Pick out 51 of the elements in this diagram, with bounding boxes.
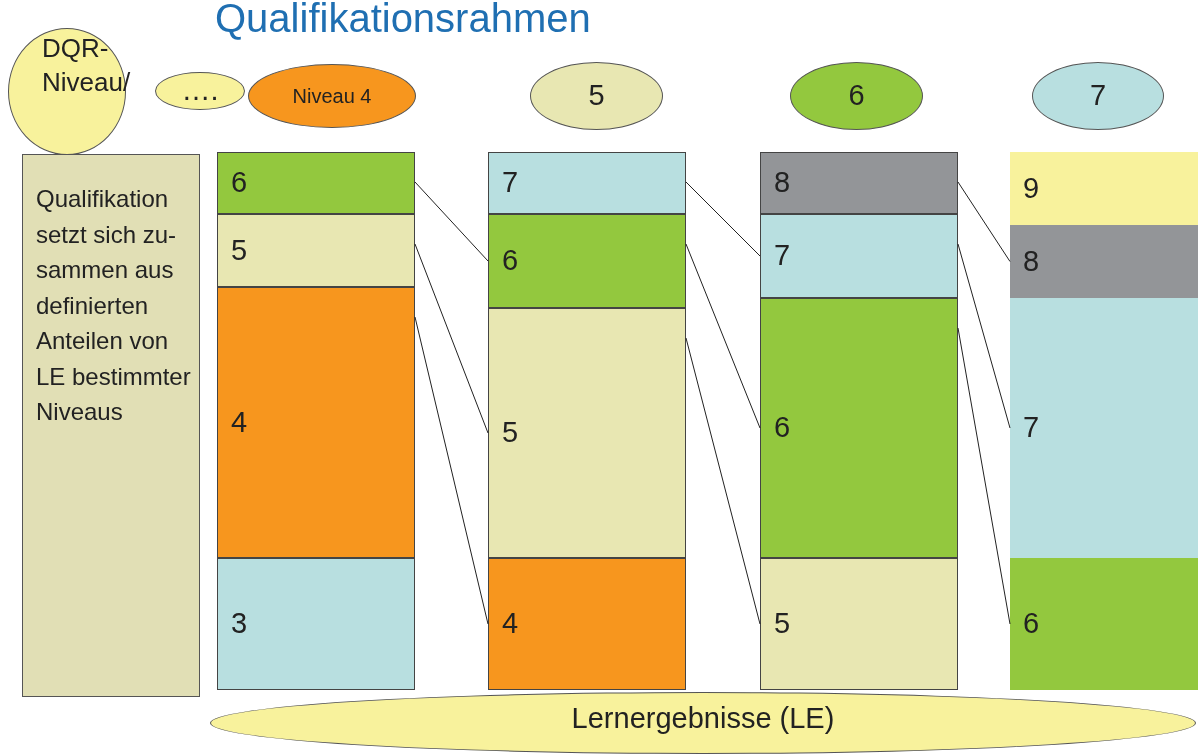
level-block xyxy=(760,298,958,558)
level-block xyxy=(217,287,415,558)
connector-line xyxy=(957,243,1011,429)
level-block xyxy=(760,214,958,298)
connector-line xyxy=(414,181,489,262)
ellipse-label: …. xyxy=(181,73,219,109)
ellipse-label: 5 xyxy=(588,78,605,114)
ellipse-label: 7 xyxy=(1089,78,1107,114)
level-block xyxy=(217,214,415,287)
level-number: 7 xyxy=(502,165,519,201)
level-block xyxy=(217,558,415,690)
level-number: 5 xyxy=(502,415,519,451)
ellipse-label: DQR- Niveau/ xyxy=(42,32,132,99)
connector-line xyxy=(414,243,489,434)
connector-line xyxy=(685,243,761,429)
note-box xyxy=(22,154,200,697)
level-number: 4 xyxy=(502,606,519,642)
level-number: 7 xyxy=(774,238,791,274)
level-number: 6 xyxy=(231,165,248,201)
level-number: 4 xyxy=(231,404,248,440)
connector-line xyxy=(957,181,1011,262)
level-number: 8 xyxy=(774,165,791,201)
level-block xyxy=(1010,225,1198,298)
connector-line xyxy=(414,316,489,625)
level-block xyxy=(760,558,958,690)
title: Qualifikationsrahmen xyxy=(215,0,591,38)
connector-line xyxy=(685,181,761,257)
level-block xyxy=(1010,152,1198,225)
level-number: 9 xyxy=(1023,170,1040,206)
level-number: 6 xyxy=(774,410,791,446)
level-number: 7 xyxy=(1023,410,1040,446)
level-number: 5 xyxy=(231,232,248,268)
level-block xyxy=(488,558,686,690)
ellipse-label: Niveau 4 xyxy=(292,84,372,109)
ellipse-label: 6 xyxy=(848,78,865,114)
level-number: 5 xyxy=(774,606,791,642)
level-block xyxy=(760,152,958,214)
connector-line xyxy=(957,327,1011,625)
level-number: 3 xyxy=(231,606,248,642)
ellipse-label: Lernergebnisse (LE) xyxy=(571,701,835,737)
level-block xyxy=(488,152,686,214)
level-block xyxy=(1010,558,1198,690)
level-block xyxy=(1010,298,1198,558)
connector-line xyxy=(685,337,761,625)
level-number: 6 xyxy=(1023,606,1040,642)
level-block xyxy=(488,214,686,308)
level-block xyxy=(217,152,415,214)
note-text: Qualifikation setzt sich zu- sammen aus definierten Anteilen von LE bestimmter Niveaus xyxy=(36,184,192,427)
level-number: 6 xyxy=(502,243,519,279)
level-block xyxy=(488,308,686,558)
level-number: 8 xyxy=(1023,243,1040,279)
